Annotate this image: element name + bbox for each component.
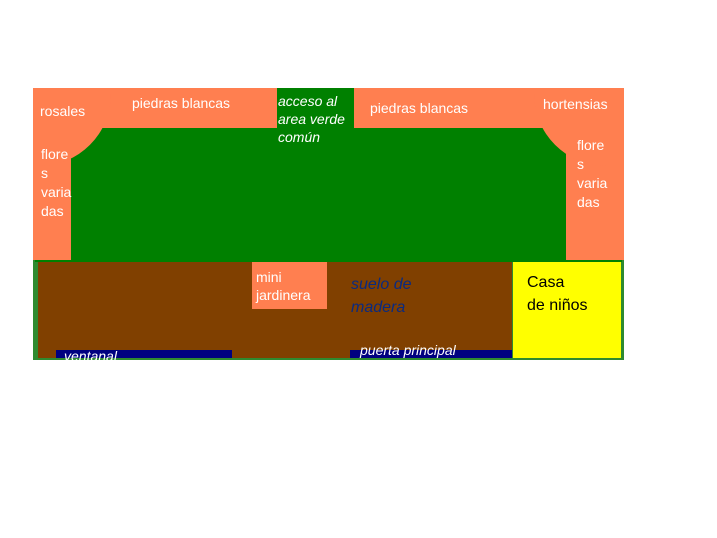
label-flores-variadas-right: flore s varia das [577,137,608,210]
green-lawn [35,120,622,262]
playhouse [513,262,621,358]
label-suelo-de-madera: suelo de madera [351,276,412,316]
common-area-access [277,88,354,128]
label-piedras-blancas-right: piedras blancas [370,100,469,116]
label-puerta-principal: puerta principal [360,342,456,358]
label-piedras-blancas-left: piedras blancas [132,95,231,111]
label-mini-jardinera: mini jardinera [256,269,311,303]
main-door-line [350,350,512,358]
label-casa-de-ninos: Casa de niños [527,274,588,314]
window-line [56,350,232,358]
label-acceso-area-verde: acceso al area verde común [278,93,345,145]
label-rosales: rosales [40,103,86,119]
label-hortensias: hortensias [543,96,608,112]
label-ventanal: ventanal [64,348,117,364]
mini-planter [252,262,327,309]
label-flores-variadas-left: flore s varia das [41,146,72,219]
